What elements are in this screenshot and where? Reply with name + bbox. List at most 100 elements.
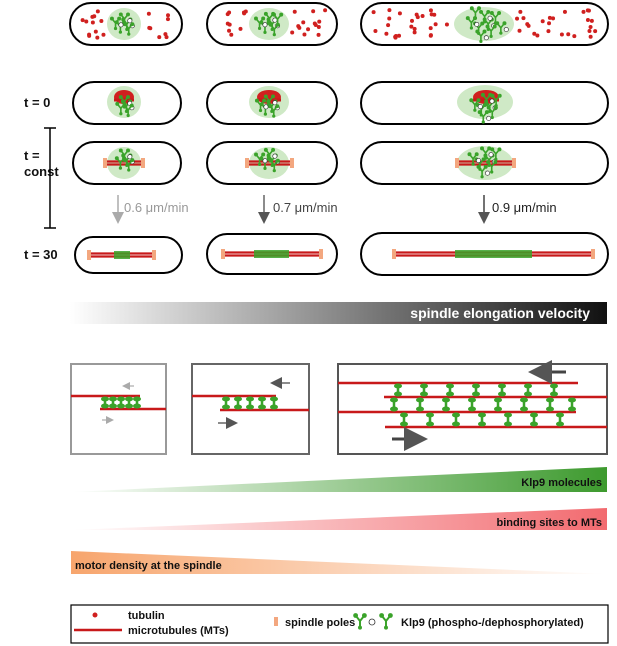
cell-row-tconst xyxy=(72,141,609,185)
tubulin-dot xyxy=(593,29,598,34)
klp9-motor xyxy=(123,22,135,36)
tubulin-dot xyxy=(428,8,433,13)
tubulin-dot xyxy=(525,22,530,27)
tubulin-dot xyxy=(393,35,398,40)
tubulin-dot xyxy=(559,32,564,37)
klp9-motor xyxy=(254,98,269,113)
tubulin-dot xyxy=(238,26,243,31)
tubulin-dot xyxy=(412,26,417,31)
spindle-pole xyxy=(141,158,145,168)
tubulin-dot xyxy=(301,20,306,25)
klp9-motor xyxy=(122,103,134,118)
tubulin-dot xyxy=(292,9,297,14)
klp9-gradient-bar xyxy=(71,467,607,492)
tubulin-dot xyxy=(297,25,302,30)
legend-poles: spindle poles xyxy=(285,617,355,629)
binding-label: binding sites to MTs xyxy=(496,517,602,529)
spindle-pole xyxy=(152,250,156,260)
klp9-motor xyxy=(486,105,498,120)
nucleus xyxy=(107,147,141,179)
tubulin-dot xyxy=(532,31,537,36)
binding-gradient-bar xyxy=(71,508,607,530)
klp9-motor xyxy=(268,158,280,173)
tubulin-dot xyxy=(535,33,540,38)
klp9-motor xyxy=(495,21,509,35)
legend-tubulin: tubulin xyxy=(128,610,165,622)
tubulin-dot xyxy=(428,26,433,31)
tubulin-dot xyxy=(323,8,328,13)
tubulin-dot xyxy=(311,9,316,14)
tubulin-dot xyxy=(165,17,170,22)
midzone xyxy=(114,251,130,259)
tubulin-dot xyxy=(227,22,232,27)
tubulin-dot xyxy=(415,15,420,20)
tubulin-dot xyxy=(540,19,545,24)
klp9-motor xyxy=(109,16,124,31)
klp9-motor xyxy=(480,146,494,160)
tubulin-dot xyxy=(229,32,234,37)
tubulin-dot xyxy=(587,28,592,33)
tubulin-dot xyxy=(227,28,232,33)
cell-row-t0 xyxy=(72,81,609,125)
velocity-medium: 0.7 μm/min xyxy=(273,200,338,215)
tubulin-dot xyxy=(585,17,590,22)
klp9-motor xyxy=(480,92,495,107)
klp9-motor xyxy=(268,104,280,118)
klp9-motor xyxy=(467,152,481,166)
legend-microtubules: microtubules (MTs) xyxy=(128,625,229,637)
klp9-motor xyxy=(268,22,280,37)
tubulin-dot xyxy=(290,30,295,35)
klp9-motor xyxy=(272,12,284,27)
tubulin-dot xyxy=(95,9,100,14)
tubulin-dot xyxy=(433,22,438,27)
tubulin-dot xyxy=(420,14,425,19)
tubulin-dot xyxy=(80,18,85,23)
cell-row-t30 xyxy=(74,232,609,276)
label-tconst-2: const xyxy=(24,164,59,179)
zoom-box-large xyxy=(337,360,608,455)
tubulin-dot xyxy=(312,21,317,26)
tubulin-dot xyxy=(163,32,168,37)
tubulin-dot xyxy=(562,9,567,14)
klp9-motor xyxy=(476,164,490,179)
legend: tubulin microtubules (MTs) spindle poles… xyxy=(70,604,609,644)
velocity-small: 0.6 μm/min xyxy=(124,200,189,215)
klp9-motor xyxy=(353,613,367,630)
klp9-motor xyxy=(486,160,498,174)
tubulin-dot xyxy=(551,16,556,21)
tubulin-dot xyxy=(409,24,414,29)
density-gradient-bar xyxy=(71,551,607,574)
tubulin-dot xyxy=(302,32,307,37)
klp9-motor xyxy=(477,110,492,124)
tubulin-dot xyxy=(227,10,232,15)
tubulin-dot xyxy=(518,9,523,14)
tubulin-dot xyxy=(521,16,526,21)
pole-swatch xyxy=(274,617,278,626)
klp9-motor xyxy=(475,29,489,44)
tubulin-dot xyxy=(242,11,247,16)
zoom-box-medium xyxy=(191,363,310,455)
tubulin-dot xyxy=(581,9,586,14)
tubulin-dot xyxy=(387,8,392,13)
klp9-cluster xyxy=(109,6,509,44)
density-label: motor density at the spindle xyxy=(75,560,222,572)
timeline-bracket xyxy=(44,127,56,229)
klp9-motor xyxy=(123,158,135,172)
tubulin-dot xyxy=(92,14,97,19)
zoom-box-small xyxy=(70,363,167,455)
tubulin-dot xyxy=(87,33,92,38)
klp9-motor xyxy=(490,147,502,161)
tubulin-dot xyxy=(588,24,593,29)
tubulin-dot xyxy=(517,28,522,33)
tubulin-dot xyxy=(547,15,552,20)
tubulin-dot xyxy=(373,29,378,34)
spindle-pole xyxy=(392,249,396,259)
tubulin-dot xyxy=(316,24,321,29)
tubulin-dot xyxy=(589,18,594,23)
klp9-motor xyxy=(479,9,493,24)
tubulin-dot xyxy=(585,8,590,13)
tubulin-swatch xyxy=(92,612,98,618)
tubulin-dot xyxy=(93,29,98,34)
tubulin-dot xyxy=(566,32,571,37)
